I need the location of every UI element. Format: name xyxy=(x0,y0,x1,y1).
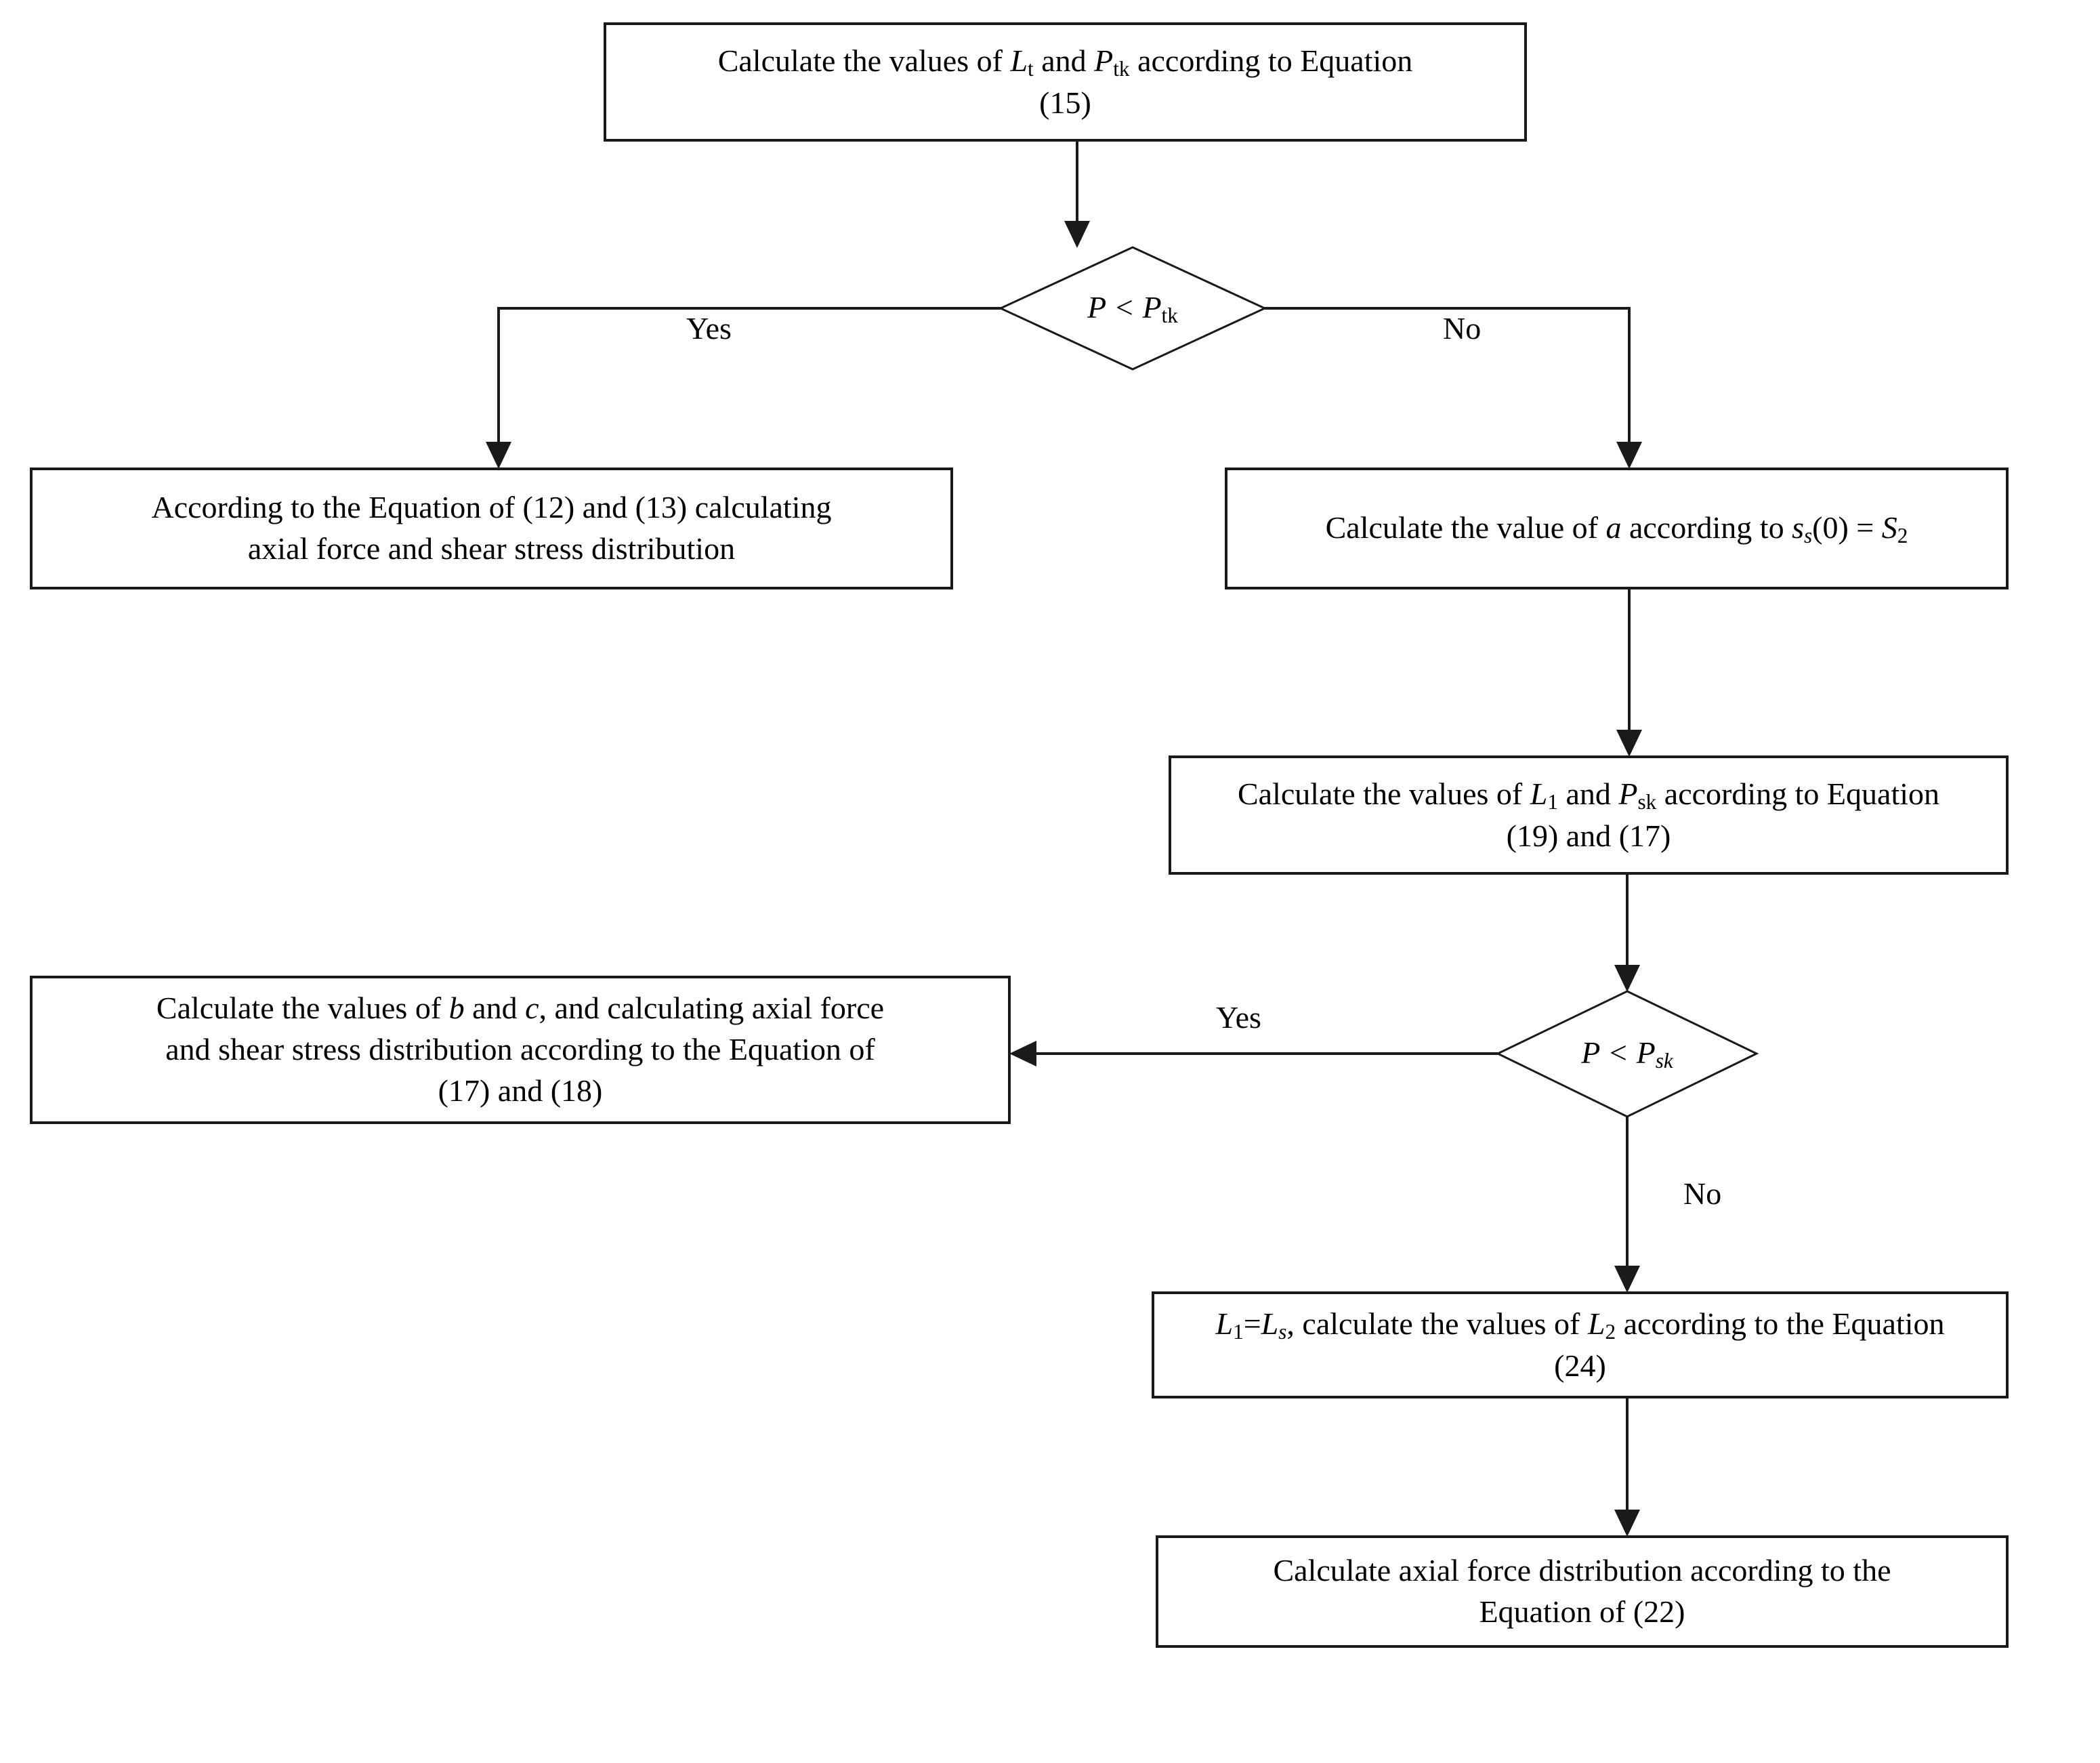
edge-d1-no-to-n4 xyxy=(1265,307,1642,469)
edge-d2-no-to-n8 xyxy=(1614,1117,1640,1293)
branch-label-no-top: No xyxy=(1443,311,1482,346)
decision-p-lt-ptk-shape xyxy=(998,246,1267,371)
branch-label-yes-mid: Yes xyxy=(1216,1000,1261,1035)
calculate-b-c-box-shape xyxy=(30,976,1011,1124)
branch-label-no-mid: No xyxy=(1683,1176,1722,1211)
edge-n5-to-d2 xyxy=(1614,873,1640,992)
equation-12-13-box-label: According to the Equation of (12) and (1… xyxy=(151,490,832,566)
decision-p-lt-ptk-label: P < Ptk xyxy=(1087,289,1178,327)
edge-d2-yes-to-n7 xyxy=(1009,1041,1498,1066)
edge-n4-to-n5 xyxy=(1616,588,1642,757)
calculate-lt-ptk-box-shape xyxy=(604,22,1527,142)
edge-n8-to-n9 xyxy=(1614,1397,1640,1537)
equation-12-13-box-shape xyxy=(30,468,953,589)
calculate-l2-box-shape xyxy=(1152,1291,2009,1398)
axial-force-equation-22-box-shape xyxy=(1156,1535,2009,1648)
calculate-l1-psk-box-label: Calculate the values of L1 and Psk accor… xyxy=(1237,776,1940,853)
calculate-b-c-box-label: Calculate the values of b and c, and cal… xyxy=(156,991,885,1108)
calculate-a-box-label: Calculate the value of a according to ss… xyxy=(1325,510,1908,547)
calculate-lt-ptk-box-label: Calculate the values of Lt and Ptk accor… xyxy=(717,43,1413,120)
axial-force-equation-22-box-label: Calculate axial force distribution accor… xyxy=(1273,1553,1891,1629)
calculate-l1-psk-box-shape xyxy=(1169,755,2009,875)
decision-p-lt-psk-label: P < Psk xyxy=(1581,1035,1673,1073)
edge-d1-yes-to-n3 xyxy=(486,307,1001,469)
calculate-l2-box-label: L1=Ls, calculate the values of L2 accord… xyxy=(1215,1306,1945,1383)
calculate-a-box-shape xyxy=(1225,468,2009,589)
branch-label-yes-top: Yes xyxy=(686,311,732,346)
edge-n1-to-d1 xyxy=(1064,140,1090,248)
